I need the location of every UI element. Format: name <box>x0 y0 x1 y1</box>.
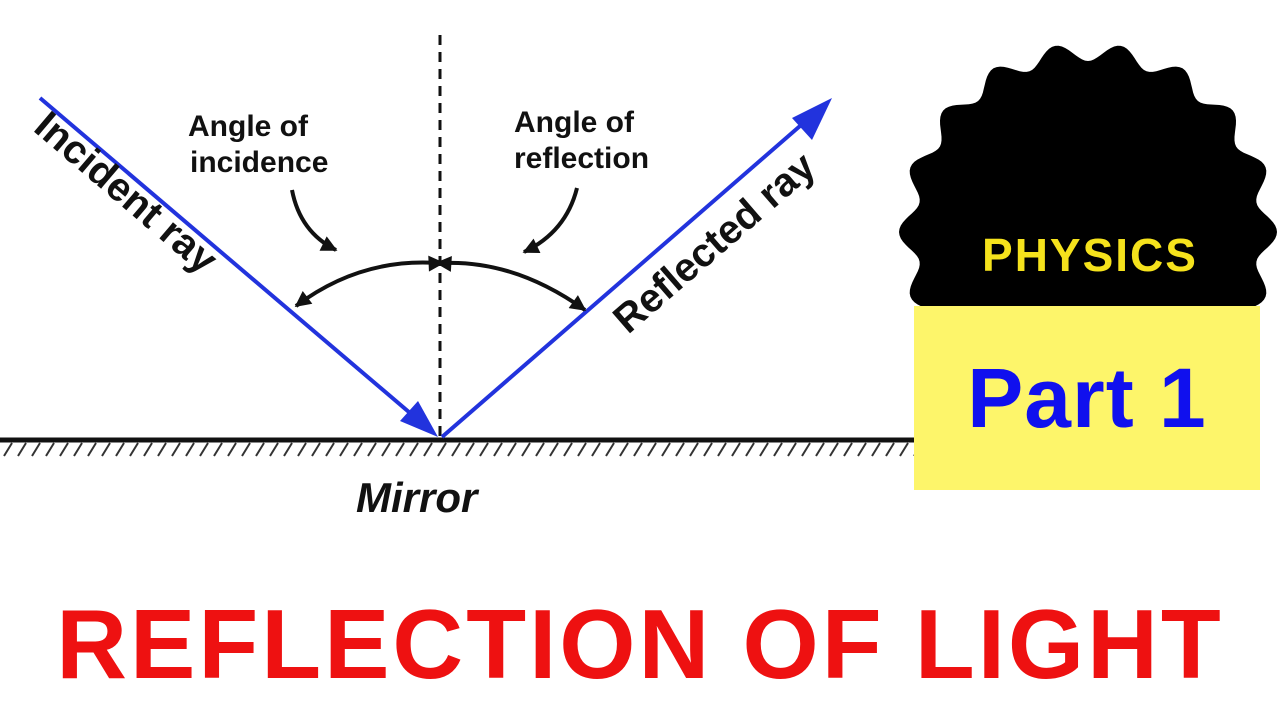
hatch-mark <box>507 442 517 457</box>
hatch-mark <box>297 442 307 457</box>
hatch-mark <box>59 442 69 457</box>
hatch-mark <box>563 442 573 457</box>
hatch-mark <box>115 442 125 457</box>
hatch-mark <box>395 442 405 457</box>
hatch-mark <box>703 442 713 457</box>
hatch-mark <box>731 442 741 457</box>
hatch-mark <box>787 442 797 457</box>
hatch-mark <box>325 442 335 457</box>
hatch-mark <box>647 442 657 457</box>
hatch-mark <box>521 442 531 457</box>
hatch-mark <box>451 442 461 457</box>
hatch-mark <box>353 442 363 457</box>
hatch-mark <box>199 442 209 457</box>
part-box: Part 1 <box>914 306 1260 490</box>
hatch-mark <box>73 442 83 457</box>
hatch-mark <box>157 442 167 457</box>
angle-of-reflection-arc <box>428 255 587 312</box>
hatch-mark <box>185 442 195 457</box>
hatch-mark <box>241 442 251 457</box>
angle-of-incidence-arc <box>294 255 452 308</box>
hatch-mark <box>619 442 629 457</box>
hatch-mark <box>479 442 489 457</box>
subject-label: PHYSICS <box>982 229 1198 281</box>
hatch-mark <box>311 442 321 457</box>
hatch-mark <box>605 442 615 457</box>
hatch-mark <box>829 442 839 457</box>
hatch-mark <box>549 442 559 457</box>
hatch-mark <box>885 442 895 457</box>
hatch-mark <box>759 442 769 457</box>
hatch-mark <box>45 442 55 457</box>
hatch-mark <box>213 442 223 457</box>
hatch-mark <box>535 442 545 457</box>
hatch-mark <box>465 442 475 457</box>
hatch-mark <box>129 442 139 457</box>
hatch-mark <box>409 442 419 457</box>
reflection-pointer-arrow <box>522 187 579 254</box>
angle-of-reflection-label-line2: reflection <box>514 142 649 175</box>
reflected-ray <box>440 124 802 439</box>
incident-ray <box>38 96 432 432</box>
angle-of-incidence-label-line1: Angle of <box>188 110 309 143</box>
mirror-label: Mirror <box>356 474 480 521</box>
incidence-pointer-arrow <box>290 189 338 252</box>
angle-of-reflection-label-line1: Angle of <box>514 106 635 139</box>
hatch-mark <box>381 442 391 457</box>
hatch-mark <box>493 442 503 457</box>
hatch-mark <box>843 442 853 457</box>
hatch-mark <box>3 442 13 457</box>
hatch-mark <box>143 442 153 457</box>
hatch-mark <box>689 442 699 457</box>
hatch-mark <box>745 442 755 457</box>
hatch-mark <box>171 442 181 457</box>
hatch-mark <box>899 442 909 457</box>
hatch-mark <box>633 442 643 457</box>
part-label: Part 1 <box>967 350 1207 445</box>
hatch-mark <box>857 442 867 457</box>
hatch-mark <box>255 442 265 457</box>
hatch-mark <box>17 442 27 457</box>
hatch-mark <box>577 442 587 457</box>
reflected-ray-arrowhead <box>792 98 832 140</box>
hatch-mark <box>87 442 97 457</box>
hatch-mark <box>717 442 727 457</box>
hatch-mark <box>367 442 377 457</box>
hatch-mark <box>101 442 111 457</box>
mirror-hatching <box>3 442 923 457</box>
angle-of-incidence-label-line2: incidence <box>190 146 328 179</box>
page-title: REFLECTION OF LIGHT <box>56 589 1224 699</box>
hatch-mark <box>269 442 279 457</box>
hatch-mark <box>591 442 601 457</box>
hatch-mark <box>423 442 433 457</box>
hatch-mark <box>283 442 293 457</box>
hatch-mark <box>871 442 881 457</box>
hatch-mark <box>773 442 783 457</box>
incident-ray-arrowhead <box>400 401 438 437</box>
hatch-mark <box>339 442 349 457</box>
hatch-mark <box>437 442 447 457</box>
hatch-mark <box>815 442 825 457</box>
hatch-mark <box>675 442 685 457</box>
hatch-mark <box>661 442 671 457</box>
hatch-mark <box>227 442 237 457</box>
hatch-mark <box>801 442 811 457</box>
hatch-mark <box>31 442 41 457</box>
